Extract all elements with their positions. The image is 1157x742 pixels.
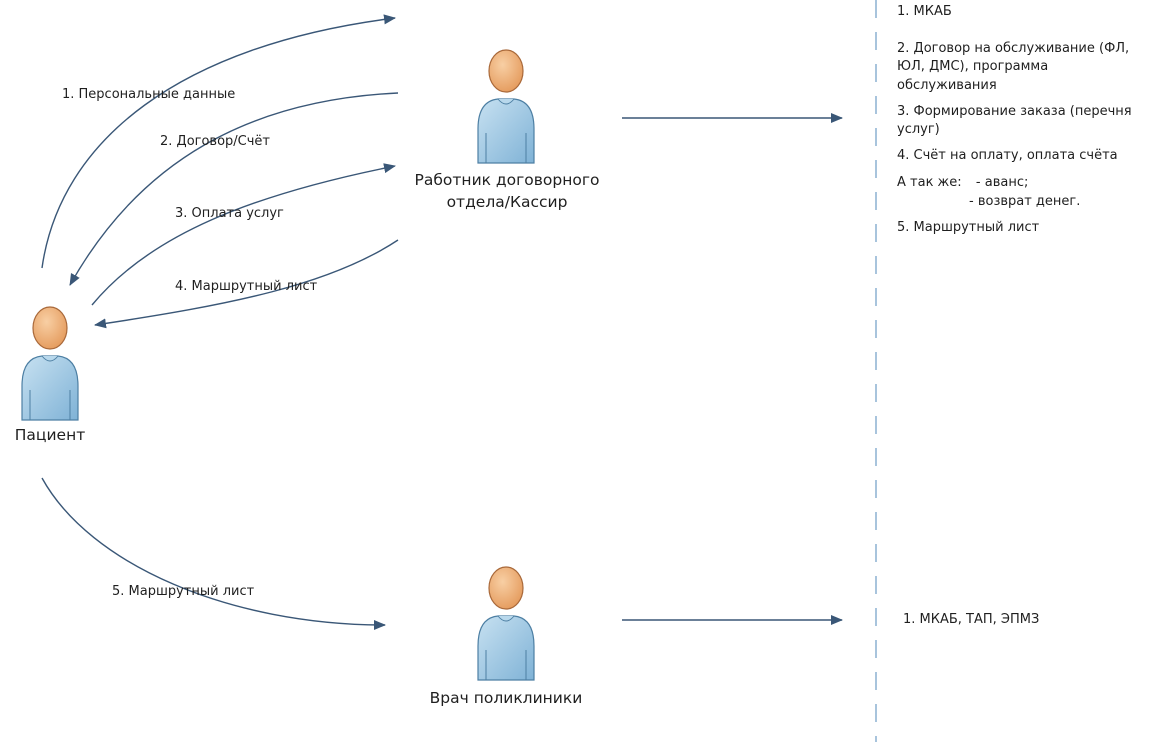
actor-cashier-name-line2: отдела/Кассир: [446, 193, 568, 212]
system-item-also: А так же: - аванс;: [897, 174, 1155, 192]
arrow-route-sheet-to-doctor: [41, 477, 386, 630]
system-item-mkab: 1. МКАБ: [897, 4, 952, 19]
actor-cashier-name-line1: Работник договорного: [414, 171, 600, 189]
arrow-personal-data: [41, 14, 396, 269]
system-actions-panel: 1. МКАБ 2. Договор на обслуживание (ФЛ, …: [897, 3, 1155, 237]
system-item-contract-line3: обслуживания: [897, 77, 997, 93]
system-item-route-sheet: 5. Маршрутный лист: [897, 219, 1040, 235]
flow-label-route-sheet: 4. Маршрутный лист: [175, 279, 318, 294]
arrow-contract-invoice: [69, 92, 399, 286]
flow-label-payment: 3. Оплата услуг: [175, 206, 284, 221]
system-item-also-refund: - возврат денег.: [969, 193, 1081, 209]
system-item-order-line1: 3. Формирование заказа (перечня: [897, 103, 1132, 119]
system-item-contract-line1: 2. Договор на обслуживание (ФЛ,: [897, 41, 1130, 57]
flow-label-contract-invoice: 2. Договор/Счёт: [160, 134, 271, 149]
system-item-also-label: А так же:: [897, 175, 962, 191]
system-item-invoice: 4. Счёт на оплату, оплата счёта: [897, 148, 1118, 164]
system-item-also-advance: - аванс;: [975, 175, 1029, 191]
flow-label-personal-data: 1. Персональные данные: [62, 87, 236, 102]
arrow-route-sheet-to-patient: [94, 239, 399, 329]
system-item-order-line2: услуг): [897, 121, 940, 137]
actor-patient-name: Пациент: [14, 426, 86, 444]
flow-label-route-sheet-doctor: 5. Маршрутный лист: [112, 584, 255, 599]
doctor-figure-icon: [477, 566, 535, 681]
arrow-payment: [91, 163, 396, 306]
doctor-system-item: 1. МКАБ, ТАП, ЭПМЗ: [903, 612, 1040, 627]
system-item-contract-line2: ЮЛ, ДМС), программа: [897, 59, 1049, 75]
actor-doctor-name: Врач поликлиники: [429, 689, 583, 707]
patient-figure-icon: [21, 306, 79, 421]
actor-cashier-name: Работник договорного отдела/Кассир: [396, 169, 618, 214]
cashier-figure-icon: [477, 49, 535, 164]
doctor-system-panel: 1. МКАБ, ТАП, ЭПМЗ: [903, 611, 1143, 629]
